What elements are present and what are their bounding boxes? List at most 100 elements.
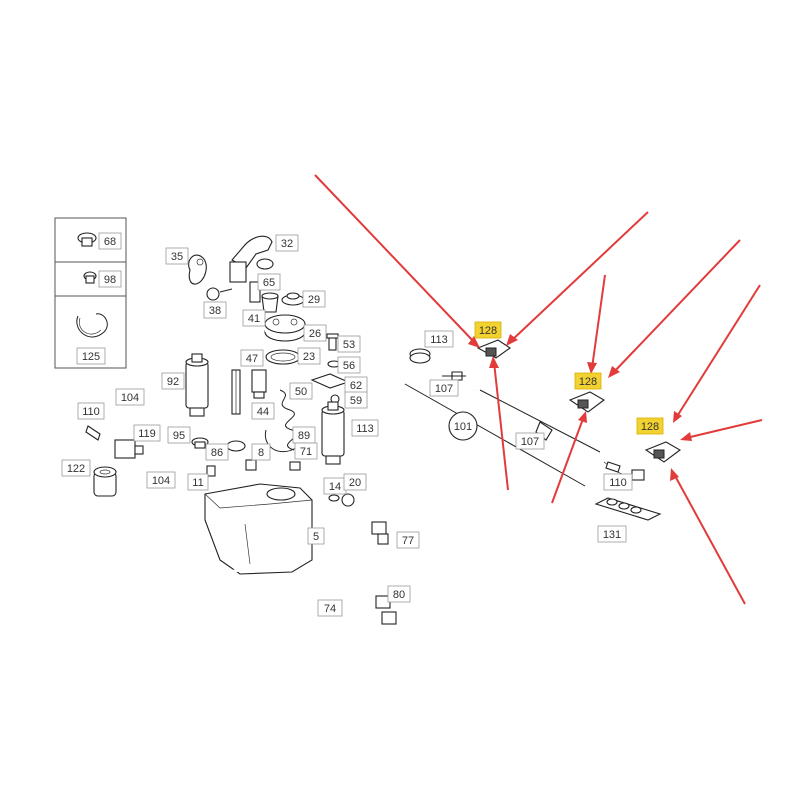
connector-107-lower (535, 421, 553, 441)
callout-59: 59 (344, 391, 368, 409)
callout-122: 122 (61, 459, 91, 477)
sensor-47 (231, 369, 241, 415)
arrows-to-part-128-a (314, 174, 649, 491)
svg-text:107: 107 (521, 436, 539, 448)
svg-text:98: 98 (104, 274, 116, 286)
clip-77 (371, 521, 389, 545)
screw-8 (245, 459, 257, 471)
plug-68-icon (77, 232, 97, 247)
callout-53: 53 (337, 335, 361, 353)
svg-text:68: 68 (104, 236, 116, 248)
callout-68: 68 (98, 232, 122, 250)
callout-8: 8 (251, 443, 271, 461)
svg-text:107: 107 (435, 383, 453, 395)
svg-text:23: 23 (303, 351, 315, 363)
callout-77: 77 (396, 531, 420, 549)
legend-panel (54, 217, 127, 369)
svg-text:113: 113 (430, 334, 448, 346)
callout-110-right: 110 (603, 473, 633, 491)
component-11 (206, 465, 216, 477)
svg-text:119: 119 (138, 428, 156, 440)
callout-38: 38 (203, 301, 227, 319)
svg-text:53: 53 (343, 339, 355, 351)
svg-text:92: 92 (167, 376, 179, 388)
svg-text:128: 128 (579, 376, 597, 388)
callout-125: 125 (76, 347, 106, 365)
svg-text:95: 95 (173, 430, 185, 442)
pump-113-left (321, 401, 345, 465)
callout-80: 80 (387, 585, 411, 603)
plug-98-icon (83, 271, 97, 284)
svg-text:110: 110 (82, 406, 100, 418)
svg-text:41: 41 (248, 313, 260, 325)
sensor-44 (251, 369, 267, 399)
component-38 (206, 287, 233, 301)
callout-113-left: 113 (351, 419, 379, 437)
callout-23: 23 (297, 347, 321, 365)
svg-text:5: 5 (313, 531, 319, 543)
svg-text:65: 65 (263, 277, 275, 289)
callout-107-lower: 107 (515, 432, 545, 450)
callout-95: 95 (167, 426, 191, 444)
callout-98: 98 (98, 270, 122, 288)
clamp-113-right (409, 348, 431, 364)
arrows-to-part-128-b (551, 239, 741, 504)
callout-50: 50 (289, 382, 313, 400)
svg-text:20: 20 (349, 477, 361, 489)
component-86 (226, 440, 246, 452)
callout-74: 74 (317, 599, 343, 617)
svg-text:26: 26 (309, 328, 321, 340)
svg-text:8: 8 (258, 447, 264, 459)
svg-text:128: 128 (479, 325, 497, 337)
component-53 (326, 333, 339, 351)
svg-text:71: 71 (300, 446, 312, 458)
component-23 (265, 349, 301, 365)
callout-89: 89 (292, 426, 316, 444)
filter-122 (93, 466, 117, 497)
component-29 (281, 292, 305, 306)
callout-92: 92 (161, 372, 185, 390)
callout-104-upper: 104 (115, 388, 145, 406)
callout-113-right: 113 (424, 330, 454, 348)
callout-131: 131 (597, 525, 627, 543)
svg-text:113: 113 (356, 423, 374, 435)
svg-text:38: 38 (209, 305, 221, 317)
callout-11: 11 (187, 473, 209, 491)
component-35 (188, 254, 207, 285)
callout-107-upper: 107 (429, 379, 459, 397)
callout-65: 65 (257, 273, 281, 291)
callout-128-b: 128 (574, 372, 602, 390)
connector-107-upper (442, 371, 466, 381)
clip-80 (375, 595, 397, 625)
callout-71: 71 (294, 442, 318, 460)
pump-92 (185, 353, 209, 417)
callout-110-left: 110 (77, 402, 105, 420)
svg-text:80: 80 (393, 589, 405, 601)
svg-text:35: 35 (171, 251, 183, 263)
callout-104-lower: 104 (146, 471, 176, 489)
callout-86: 86 (205, 443, 229, 461)
relay-119 (114, 439, 144, 459)
callout-128-a: 128 (474, 321, 502, 339)
callout-35: 35 (165, 247, 189, 265)
component-14 (328, 494, 340, 502)
component-32 (229, 235, 274, 283)
svg-text:59: 59 (350, 395, 362, 407)
callout-44: 44 (251, 402, 275, 420)
svg-text:101: 101 (454, 421, 472, 433)
callout-20: 20 (343, 473, 367, 491)
clamp-125-icon (76, 313, 108, 338)
component-71 (289, 461, 301, 471)
callout-62: 62 (344, 376, 368, 394)
svg-text:14: 14 (329, 481, 341, 493)
svg-text:50: 50 (295, 386, 307, 398)
callout-56: 56 (337, 356, 361, 374)
svg-text:74: 74 (324, 603, 336, 615)
valve-110-left (85, 425, 101, 441)
nozzle-bar-131 (594, 497, 662, 521)
svg-text:47: 47 (246, 353, 258, 365)
svg-text:128: 128 (641, 421, 659, 433)
component-65 (261, 292, 279, 313)
svg-text:104: 104 (152, 475, 170, 487)
